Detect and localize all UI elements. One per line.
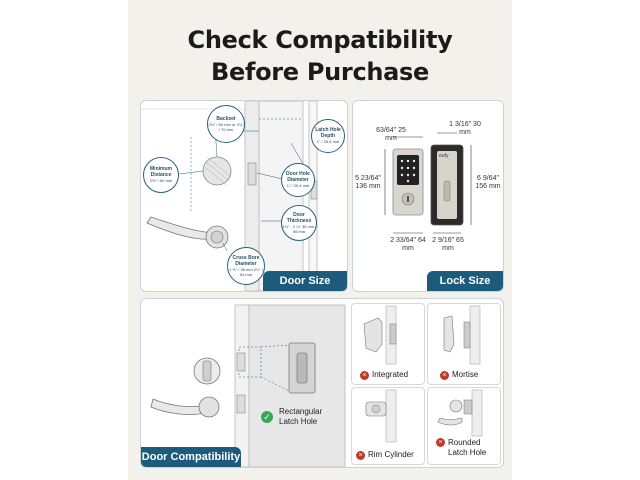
min-distance-title: Minimum Distance bbox=[150, 166, 172, 178]
x-icon: × bbox=[436, 438, 445, 447]
backset-value: 2⅜" / 60 mm or 2¾" / 70 mm bbox=[208, 122, 244, 132]
compat-diagram bbox=[141, 299, 347, 467]
keypad-height: 5 23/64" 136 mm bbox=[355, 175, 381, 190]
lock-diagram bbox=[384, 132, 472, 234]
door-compatibility-card: ✓ Rectangular Latch Hole × Integrated × bbox=[140, 298, 504, 468]
integrated-illustration bbox=[363, 305, 397, 365]
integrated-label: Integrated bbox=[372, 370, 409, 379]
thickness-callout: Door Thickness 1⅜" - 2 ¼" 35 mm-55 mm bbox=[281, 205, 317, 241]
mortise-illustration bbox=[443, 305, 481, 365]
brand-logo: eufy bbox=[439, 153, 449, 159]
latch-depth-value: 1" / 25.4 mm bbox=[316, 139, 340, 144]
lever-depth: 2 9/16" 65 mm bbox=[432, 237, 464, 252]
min-distance-value: 2⅜" / 60 mm bbox=[149, 178, 173, 183]
door-compatibility-tag: Door Compatibility bbox=[141, 447, 241, 467]
crossbore-value: 1 ½" / 38 mm 2⅛" / 54 mm bbox=[229, 267, 263, 277]
door-edge bbox=[234, 304, 250, 467]
latch-depth-callout: Latch Hole Depth 1" / 25.4 mm bbox=[311, 119, 345, 153]
keypad-screen bbox=[397, 155, 419, 185]
backset-callout: Backset 2⅜" / 60 mm or 2¾" / 70 mm bbox=[207, 105, 245, 143]
door-size-tag: Door Size bbox=[263, 271, 347, 291]
option-rim-cylinder: × Rim Cylinder bbox=[351, 387, 425, 465]
crossbore-title: Cross Bore Diameter bbox=[232, 255, 260, 267]
door-hole-callout: Door Hole Diameter 1" / 25.4 mm bbox=[281, 163, 315, 197]
thickness-title: Door Thickness bbox=[286, 212, 312, 224]
option-mortise: × Mortise bbox=[427, 303, 501, 385]
door-hole-title: Door Hole Diameter bbox=[286, 171, 310, 183]
rounded-latch-label-wrap: × Rounded Latch Hole bbox=[436, 438, 488, 458]
keypad-width: 63/64" 25 mm bbox=[376, 127, 406, 142]
rect-latch-result: ✓ Rectangular Latch Hole bbox=[261, 407, 331, 427]
keypad-depth: 2 33/64" 64 mm bbox=[390, 237, 426, 252]
integrated-label-wrap: × Integrated bbox=[360, 370, 408, 380]
door-hole-value: 1" / 25.4 mm bbox=[286, 183, 310, 188]
x-icon: × bbox=[360, 370, 369, 380]
rect-latch-label: Rectangular Latch Hole bbox=[279, 407, 323, 426]
keypad-keys bbox=[400, 159, 416, 183]
crossbore-callout: Cross Bore Diameter 1 ½" / 38 mm 2⅛" / 5… bbox=[227, 247, 265, 285]
x-icon: × bbox=[356, 450, 365, 460]
lever-height: 6 9/64" 156 mm bbox=[475, 175, 501, 190]
thickness-value: 1⅜" - 2 ¼" 35 mm-55 mm bbox=[282, 224, 316, 234]
mortise-label-wrap: × Mortise bbox=[440, 370, 478, 380]
product-infographic: Check Compatibility Before Purchase bbox=[128, 0, 512, 480]
page-title: Check Compatibility Before Purchase bbox=[128, 24, 512, 88]
mortise-label: Mortise bbox=[452, 370, 479, 379]
option-integrated: × Integrated bbox=[351, 303, 425, 385]
thumb-turn bbox=[443, 180, 451, 202]
lever-width: 1 3/16" 30 mm bbox=[449, 121, 481, 136]
latch-depth-title: Latch Hole Depth bbox=[315, 127, 341, 139]
check-icon: ✓ bbox=[261, 411, 273, 423]
rounded-latch-illustration bbox=[437, 389, 483, 437]
x-icon: × bbox=[440, 370, 449, 380]
rim-cylinder-label-wrap: × Rim Cylinder bbox=[356, 450, 414, 460]
min-distance-callout: Minimum Distance 2⅜" / 60 mm bbox=[143, 157, 179, 193]
latch-plate bbox=[247, 162, 257, 186]
rim-cylinder-illustration bbox=[365, 389, 397, 443]
title-line-2: Before Purchase bbox=[210, 58, 430, 86]
lock-size-tag: Lock Size bbox=[427, 271, 503, 291]
option-rounded-latch-hole: × Rounded Latch Hole bbox=[427, 387, 501, 465]
title-line-1: Check Compatibility bbox=[187, 26, 453, 54]
lock-size-card: 63/64" 25 mm 1 3/16" 30 mm 5 23/64" 136 … bbox=[352, 100, 504, 292]
door-size-card: Backset 2⅜" / 60 mm or 2¾" / 70 mm Minim… bbox=[140, 100, 348, 292]
door-edge bbox=[244, 101, 260, 291]
rounded-latch-label: Rounded Latch Hole bbox=[448, 438, 487, 457]
backset-title: Backset bbox=[216, 116, 236, 122]
rim-cylinder-label: Rim Cylinder bbox=[368, 450, 414, 459]
